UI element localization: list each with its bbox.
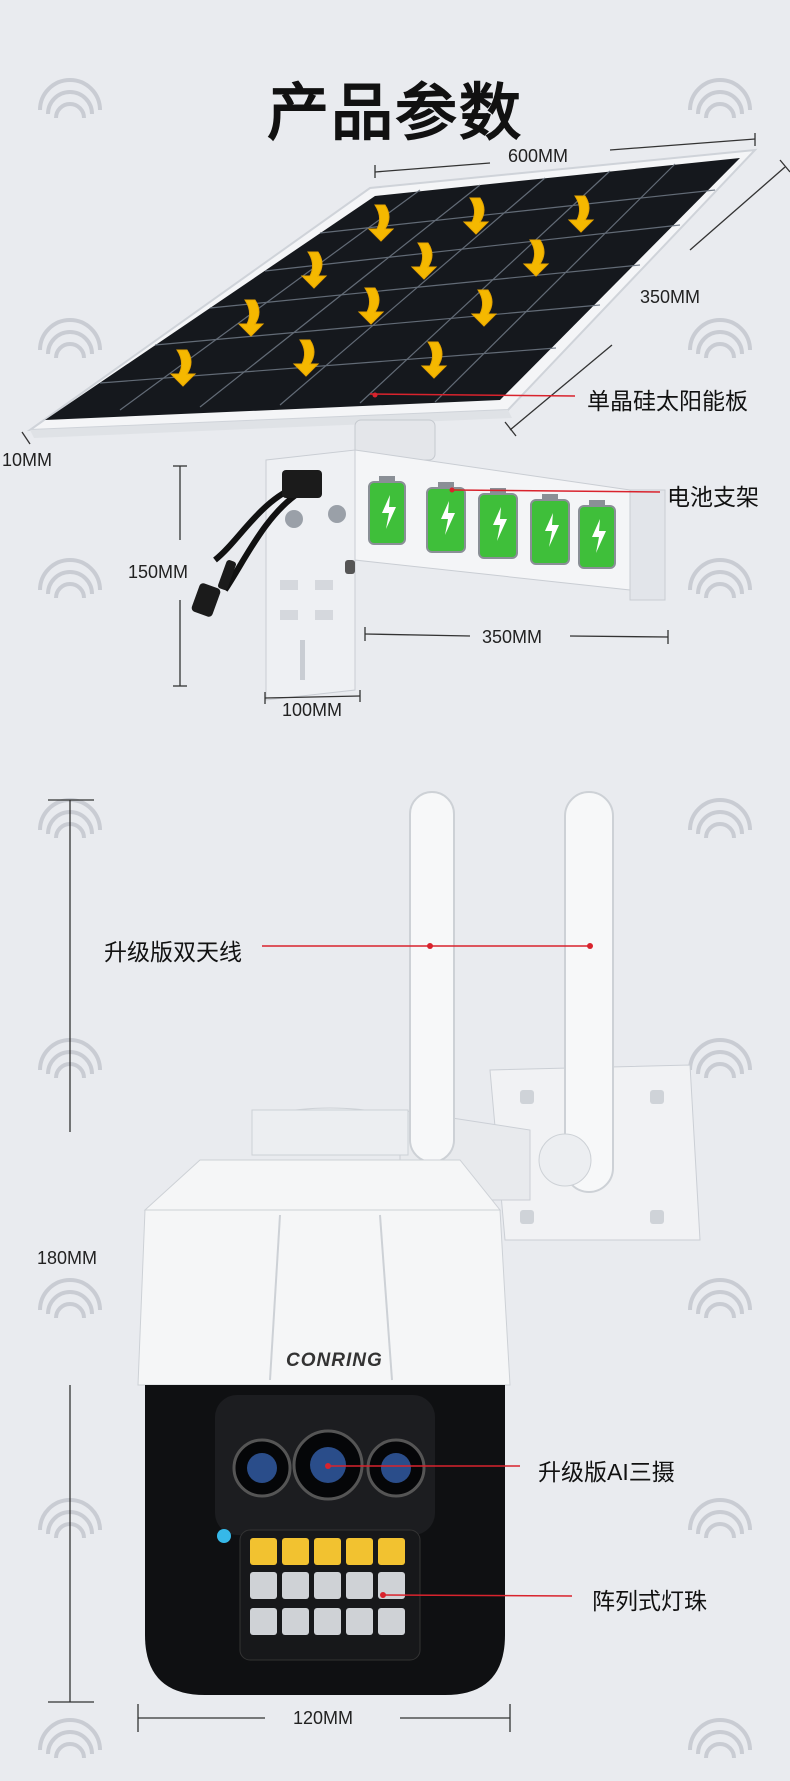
led-callout: 阵列式灯珠 (592, 1588, 707, 1614)
panel-thickness-label: 10MM (2, 450, 53, 470)
dimension-lines-bracket (173, 465, 669, 704)
camera-body (137, 1107, 511, 1695)
page-title: 产品参数 (266, 79, 523, 148)
battery-bracket-callout: 电池支架 (667, 484, 759, 510)
battery-callout-line (451, 489, 661, 493)
led-array (250, 1538, 405, 1635)
battery-icon (530, 494, 570, 565)
camera-lenses (217, 1429, 426, 1543)
camera-width-label: 120MM (293, 1708, 354, 1728)
antenna-callout: 升级版双天线 (104, 939, 242, 965)
panel-width-label: 600MM (508, 146, 569, 166)
bracket-height-label: 150MM (128, 562, 189, 582)
lens-callout: 升级版AI三摄 (538, 1459, 675, 1485)
battery-icon (478, 488, 518, 559)
battery-icon (578, 500, 616, 569)
bracket-length-label: 350MM (482, 627, 543, 647)
bracket-width-label: 100MM (282, 700, 343, 720)
sunlight-arrows (169, 195, 595, 387)
solar-illustration (21, 133, 790, 704)
solar-panel-callout: 单晶硅太阳能板 (587, 388, 748, 414)
panel-depth-label: 350MM (640, 287, 701, 307)
brand-logo-text: CONRING (286, 1350, 383, 1371)
dimension-lines-top (21, 133, 790, 445)
antennas (409, 791, 614, 1193)
battery-cells (368, 476, 616, 569)
dimension-lines-camera (48, 799, 511, 1732)
power-cables (191, 470, 322, 617)
camera-height-label: 180MM (37, 1248, 98, 1268)
battery-icon (368, 476, 406, 545)
battery-icon (426, 482, 466, 553)
led-callout-line (382, 1594, 573, 1597)
